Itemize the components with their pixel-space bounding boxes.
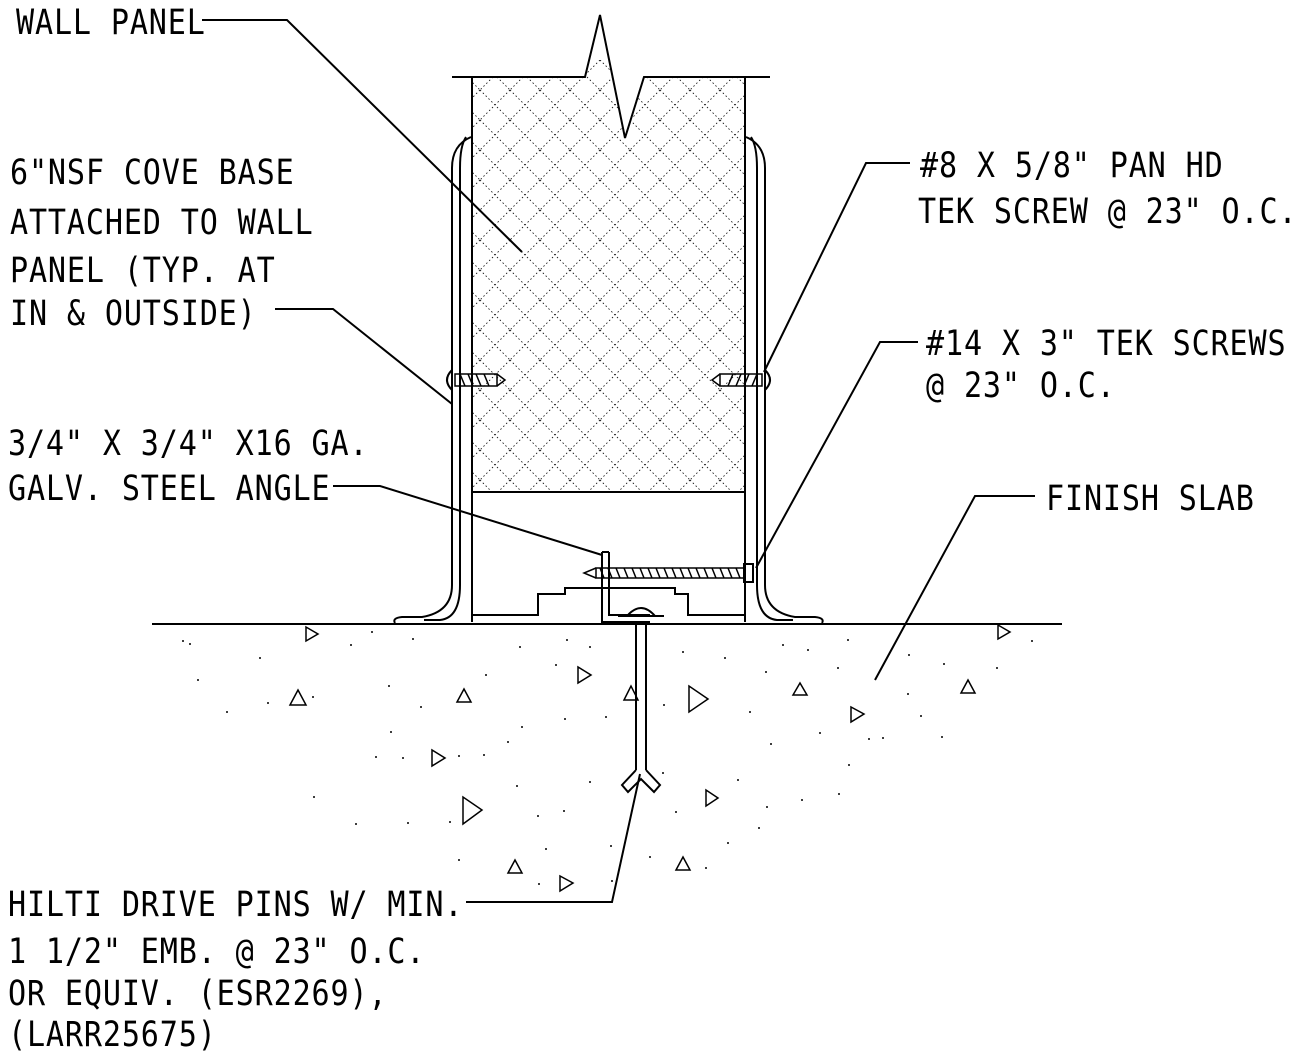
label-tek-screws-line-2: @ 23" O.C. bbox=[926, 365, 1116, 406]
cove-base-left bbox=[393, 136, 472, 624]
label-hilti-line-4: (LARR25675) bbox=[8, 1014, 217, 1054]
label-tek-screws: #14 X 3" TEK SCREWS @ 23" O.C. bbox=[926, 323, 1286, 406]
label-cove-base-line-3: PANEL (TYP. AT bbox=[10, 250, 276, 291]
leader-angle bbox=[333, 485, 603, 556]
slab-stipple bbox=[182, 631, 1033, 885]
label-hilti-line-2: 1 1/2" EMB. @ 23" O.C. bbox=[8, 931, 425, 972]
label-pan-screw: #8 X 5/8" PAN HD TEK SCREW @ 23" O.C. bbox=[918, 145, 1297, 232]
leader-pan-screw bbox=[763, 162, 910, 373]
label-angle-line-2: GALV. STEEL ANGLE bbox=[8, 468, 331, 509]
label-wall-panel: WALL PANEL bbox=[16, 2, 206, 43]
label-cove-base-line-2: ATTACHED TO WALL bbox=[10, 202, 314, 243]
label-cove-base-line-1: 6"NSF COVE BASE bbox=[10, 152, 295, 193]
leader-finish-slab bbox=[874, 495, 1035, 681]
label-finish-slab: FINISH SLAB bbox=[1046, 478, 1255, 519]
leader-wall-panel bbox=[202, 19, 523, 253]
pan-head-screw-left bbox=[446, 369, 507, 391]
tek-screw-horizontal bbox=[582, 563, 754, 583]
leader-cove-base bbox=[275, 308, 453, 405]
leader-tek-screws bbox=[755, 341, 918, 569]
label-angle-line-1: 3/4" X 3/4" X16 GA. bbox=[8, 423, 368, 464]
label-tek-screws-line-1: #14 X 3" TEK SCREWS bbox=[926, 323, 1286, 364]
label-pan-screw-line-2: TEK SCREW @ 23" O.C. bbox=[918, 191, 1297, 232]
label-cove-base-line-4: IN & OUTSIDE) bbox=[10, 293, 257, 334]
finish-slab bbox=[152, 623, 1062, 893]
label-pan-screw-line-1: #8 X 5/8" PAN HD bbox=[920, 145, 1224, 186]
label-finish-slab-line-1: FINISH SLAB bbox=[1046, 478, 1255, 519]
cove-base-right bbox=[745, 136, 824, 624]
label-cove-base: 6"NSF COVE BASE ATTACHED TO WALL PANEL (… bbox=[10, 152, 314, 334]
label-wall-panel-line-1: WALL PANEL bbox=[16, 2, 206, 43]
hilti-drive-pin bbox=[618, 607, 664, 794]
pan-head-screw-right bbox=[710, 369, 771, 391]
leader-hilti bbox=[466, 773, 641, 903]
label-hilti-line-3: OR EQUIV. (ESR2269), bbox=[8, 973, 387, 1014]
leader-lines bbox=[202, 19, 1035, 903]
label-angle: 3/4" X 3/4" X16 GA. GALV. STEEL ANGLE bbox=[8, 423, 368, 509]
label-hilti-line-1: HILTI DRIVE PINS W/ MIN. bbox=[8, 884, 463, 925]
label-hilti: HILTI DRIVE PINS W/ MIN. 1 1/2" EMB. @ 2… bbox=[8, 884, 463, 1054]
wall-panel bbox=[452, 14, 770, 622]
